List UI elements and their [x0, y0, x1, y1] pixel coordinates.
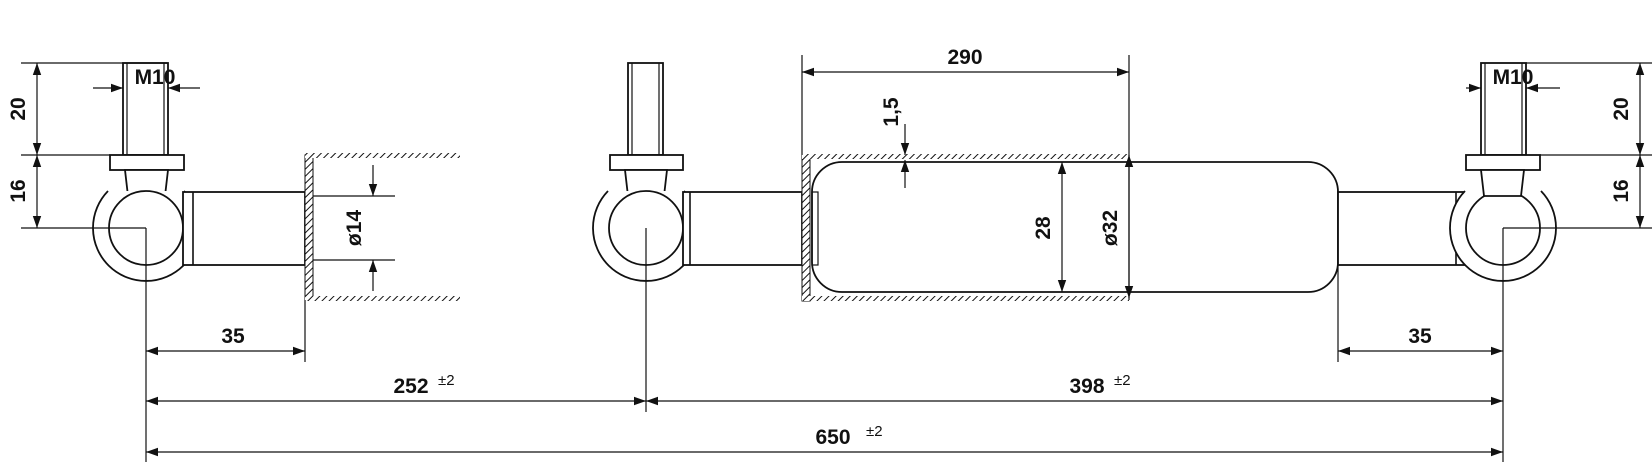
stud-offset-right: 16 [1610, 179, 1633, 202]
left-rod-end [182, 191, 306, 266]
extended-length-label: 650 [815, 426, 850, 449]
thread-label-right: M10 [1493, 66, 1534, 89]
compressed-tolerance: ±2 [1114, 372, 1131, 389]
cylinder-body [801, 154, 1339, 302]
wall-thickness-label: 1,5 [880, 97, 903, 127]
inner-diameter-label: 28 [1032, 216, 1055, 240]
left-tube-section [304, 153, 460, 301]
rod-diameter-label: ø14 [343, 210, 366, 247]
dimension-lines [32, 63, 1645, 457]
rod-end-right-label: 35 [1408, 325, 1432, 348]
left-ball-joint [92, 62, 306, 282]
compressed-length-label: 398 [1069, 375, 1104, 398]
extension-lines [21, 55, 1652, 462]
outer-diameter-label: ø32 [1099, 210, 1122, 246]
left-stud [122, 62, 169, 156]
stroke-tolerance: ±2 [438, 372, 455, 389]
left-flange [109, 154, 185, 171]
extended-tolerance: ±2 [866, 423, 883, 440]
rod-end-left-label: 35 [221, 325, 245, 348]
stud-length-left: 20 [7, 97, 30, 120]
stud-offset-left: 16 [7, 179, 30, 202]
middle-ball-joint [592, 62, 803, 282]
right-ball-joint [1337, 62, 1557, 282]
thread-label-left: M10 [135, 66, 176, 89]
stud-length-right: 20 [1610, 97, 1633, 120]
right-rod-end [1337, 191, 1467, 266]
tube-length-label: 290 [947, 46, 982, 69]
stroke-length-label: 252 [393, 375, 428, 398]
